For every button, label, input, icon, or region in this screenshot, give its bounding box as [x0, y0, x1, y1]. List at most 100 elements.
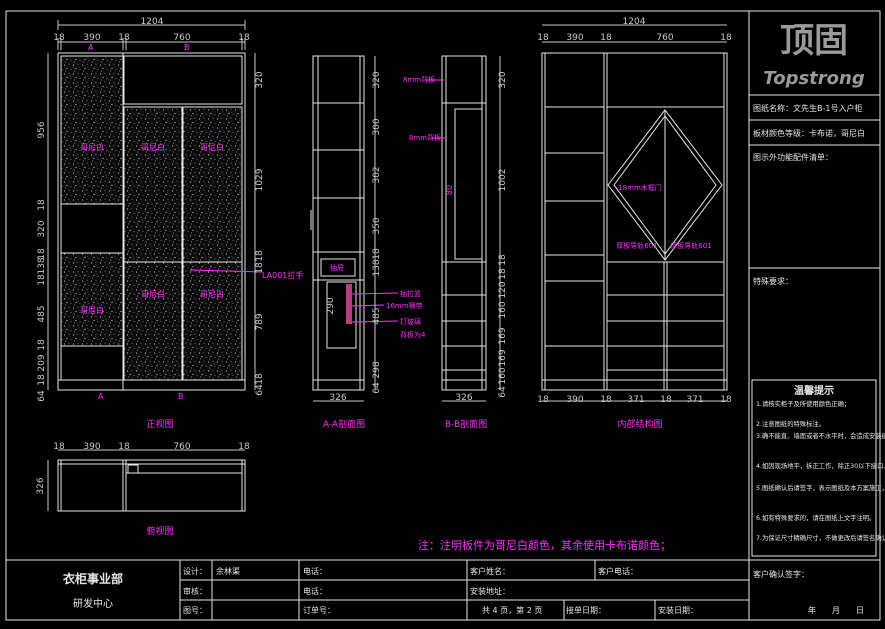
dim: 18: [53, 442, 65, 452]
dim: 18: [660, 395, 672, 405]
dim: 302: [372, 166, 382, 183]
month-label: 月: [832, 606, 840, 615]
dim: 169: [498, 349, 508, 366]
label: 8mm背板: [403, 75, 435, 84]
panel-label: 哥尼白: [80, 142, 104, 152]
phone-label: 电话：: [303, 566, 327, 576]
hardware-list: 图示外功能配件清单：: [753, 152, 833, 162]
section-a-a: 抽屉 抽拉篮 16mm横带 打玻璃 背板为4 320 300 302 350 1…: [310, 55, 426, 430]
dim: 18: [600, 395, 612, 405]
dim: 485: [372, 307, 382, 324]
svg-text:⋰: ⋰: [92, 288, 96, 293]
dim: 320: [372, 71, 382, 88]
dim: 18: [720, 33, 732, 43]
dim: 760: [173, 33, 190, 43]
side-panel: 顶固 Topstrong 图纸名称：文先生B-1号入户柜 板材颜色等级：卡布诺，…: [753, 21, 885, 615]
tips-title: 温馨提示: [794, 384, 834, 397]
dim: 320: [255, 71, 265, 88]
dim: 390: [83, 442, 100, 452]
plan-view: 18 390 18 760 18 326 俯视图: [36, 442, 250, 537]
department: 衣柜事业部: [63, 571, 123, 586]
panel-label: 哥尼白: [80, 305, 104, 315]
panel-label: 哥尼白: [141, 142, 165, 152]
section-mark: A: [88, 43, 94, 52]
dim: 371: [627, 395, 644, 405]
title-block: 衣柜事业部 研发中心 设计： 余林渠 审核： 图号： 电话： 电话： 订单号： …: [63, 566, 698, 615]
designer-name: 余林渠: [216, 566, 240, 576]
order-no-label: 订单号：: [303, 605, 335, 615]
dim: 320: [498, 71, 508, 88]
tip: 4.如因现场地平，拆正工作，除正30以下接口，请依实际签字。: [756, 461, 885, 470]
svg-text:⋰: ⋰: [92, 258, 96, 263]
caption-section-a: A-A剖面图: [323, 418, 365, 430]
dim: 64: [372, 382, 382, 394]
dim: 371: [686, 395, 703, 405]
material-color: 板材颜色等级：卡布诺，哥尼白: [753, 128, 865, 138]
label: 80: [445, 185, 454, 195]
dim: 326: [455, 393, 472, 403]
svg-text:⋰: ⋰: [188, 248, 192, 253]
dim: 390: [566, 395, 583, 405]
dim: 18: [37, 274, 47, 286]
dim: 120: [498, 281, 508, 298]
dim: 390: [83, 33, 100, 43]
dim: 789: [255, 313, 265, 330]
dim: 160: [498, 301, 508, 318]
dim: 18: [37, 339, 47, 351]
tip: 7.为保证尺寸精确尺寸，不做更改后请签名确认。: [756, 533, 885, 542]
dim: 326: [36, 477, 46, 494]
label: 厚板导轨601: [616, 241, 657, 250]
dim: 138: [37, 257, 47, 274]
drawing-note: 注：注明板件为哥尼白颜色，其余使用卡布诺颜色；: [418, 538, 671, 552]
section-mark: A: [98, 392, 104, 401]
customer-confirm: 客户确认签字：: [753, 569, 809, 579]
dim: 760: [656, 33, 673, 43]
label: 抽拉篮: [400, 289, 421, 298]
label: 16mm横带: [386, 301, 423, 310]
review-label: 审核：: [183, 586, 207, 596]
interior-view: 18mm木框门 厚板导轨601 厚板导轨601 1204 18 390 18 7…: [537, 17, 732, 430]
dim: 160: [498, 367, 508, 384]
tip: 1.请核实柜子及所使用颜色正确；: [756, 399, 850, 408]
dim-total: 1204: [141, 17, 164, 27]
tip: 5.图纸确认后请签字，表示图纸及本方案施工，此后图纸将不做更改。: [756, 483, 885, 492]
panel-label: 哥尼白: [141, 289, 165, 299]
label: 18mm木框门: [618, 183, 662, 192]
order-date-label: 接单日期：: [566, 605, 606, 615]
design-label: 设计：: [183, 566, 207, 576]
dim: 485: [37, 305, 47, 322]
dim: 18: [498, 254, 508, 266]
dim: 18: [53, 33, 65, 43]
dim: 18: [720, 395, 732, 405]
panel-label: 哥尼白: [200, 142, 224, 152]
brand-logo-en: Topstrong: [763, 68, 865, 89]
drawing-name: 图纸名称：文先生B-1号入户柜: [753, 103, 862, 113]
section-b-b: 8mm背板 8mm背板 80 320 1002 18 18 120 160 16…: [403, 55, 508, 430]
svg-text:⋰: ⋰: [188, 270, 192, 275]
install-date-label: 安装日期：: [658, 605, 698, 615]
drawing-no-label: 图号：: [183, 606, 207, 615]
dim: 64: [498, 386, 508, 398]
sheet-border: [5, 10, 881, 621]
center: 研发中心: [73, 597, 113, 610]
label: 抽屉: [330, 263, 344, 272]
dim: 18: [255, 373, 265, 385]
dim: 64: [37, 390, 47, 402]
day-label: 日: [856, 606, 864, 615]
dim: 18: [537, 33, 549, 43]
dim: 18: [255, 250, 265, 262]
tip: 2.注意图纸的特殊标注。: [756, 419, 825, 428]
dim: 1002: [498, 169, 508, 192]
dim: 64: [255, 384, 265, 396]
special-requirements: 特殊要求：: [753, 276, 793, 286]
customer-name-label: 客户姓名：: [470, 566, 510, 576]
caption-section-b: B-B剖面图: [445, 418, 487, 430]
caption-interior: 内部结构图: [617, 418, 662, 430]
label: 背板为4: [400, 330, 426, 339]
dim-total: 1204: [623, 17, 646, 27]
dim: 350: [372, 217, 382, 234]
label: 打玻璃: [400, 317, 421, 326]
dim: 18: [255, 262, 265, 274]
dim: 18: [600, 33, 612, 43]
